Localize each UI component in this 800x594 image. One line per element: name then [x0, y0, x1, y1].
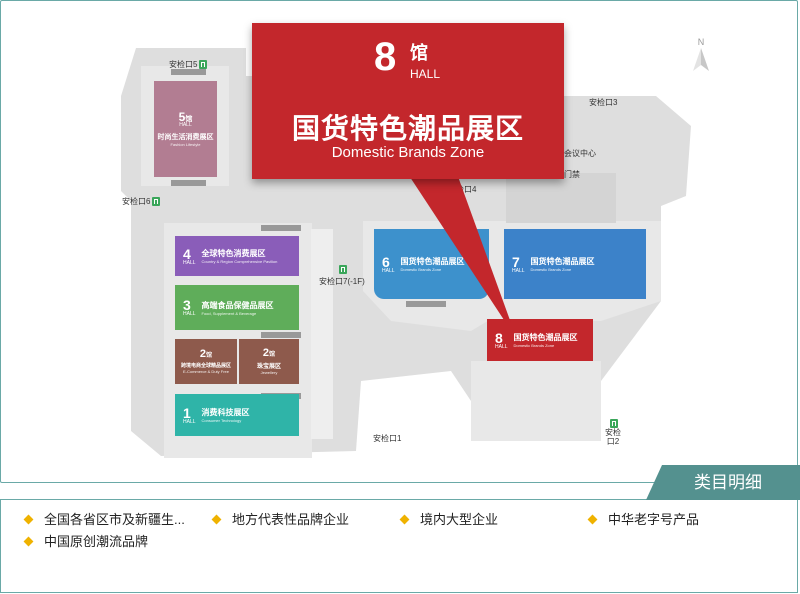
hall-7-name: 国货特色潮品展区	[530, 257, 595, 266]
gate-2-label[interactable]: 安检口2	[605, 419, 621, 446]
gate-icon	[152, 197, 161, 207]
hall-2-char: 馆	[206, 353, 213, 359]
hall-6-hall: HALL	[382, 267, 395, 274]
gate-7-label[interactable]: 安检口7(-1F)	[319, 264, 365, 288]
hall-8-number: 8	[495, 329, 503, 346]
hall-1-en: Consumer Technology	[201, 418, 242, 423]
callout-subtitle: Domestic Brands Zone	[331, 144, 485, 161]
gate-stripe-5	[171, 69, 206, 75]
diamond-bullet-icon	[23, 514, 34, 525]
hall-4-number: 4	[183, 245, 191, 262]
hall-2-number: 2	[199, 348, 207, 360]
hall-4-name: 全球特色消费展区	[201, 249, 266, 258]
gate-7-text: 安检口7(-1F)	[319, 277, 365, 286]
callout-title: 国货特色潮品展区	[291, 113, 524, 144]
hall-5-en: Fashion Lifestyle	[170, 142, 201, 147]
hall-1-hall: HALL	[183, 418, 196, 425]
door-label: 门禁	[564, 170, 580, 179]
hall-2b-char: 馆	[269, 352, 276, 358]
hall-7-number: 7	[512, 253, 520, 270]
category-item[interactable]: 地方代表性品牌企业	[211, 509, 350, 528]
hall-6-name: 国货特色潮品展区	[400, 257, 465, 266]
hall-1-number: 1	[183, 404, 191, 421]
category-item-label: 中国原创潮流品牌	[44, 534, 149, 549]
gate-icon	[440, 185, 448, 195]
hall-4-en: Country & Region Comprehensive Pavilion	[201, 259, 278, 264]
hall-5-hall: HALL	[179, 122, 192, 128]
hall-7-en: Domestic Brands Zone	[530, 267, 572, 272]
conference-center-label: 会议中心	[564, 149, 596, 158]
hall-3-name: 高端食品保健品展区	[201, 300, 274, 310]
gate-icon	[338, 265, 347, 275]
category-item-label: 中华老字号产品	[608, 512, 700, 527]
callout-hall-en: HALL	[410, 67, 441, 81]
hall-8-callout: 8 馆 HALL 国货特色潮品展区 Domestic Brands Zone	[252, 23, 564, 179]
hall-5-name: 时尚生活消费展区	[157, 134, 214, 141]
category-item-label: 全国各省区市及新疆生...	[44, 512, 185, 527]
hall-3-number: 3	[183, 297, 191, 313]
hall-8-hall: HALL	[495, 343, 508, 350]
hall-2-name: 跨境电商全球精品展区	[180, 363, 231, 369]
gate-4-text: 安检口4	[448, 185, 477, 194]
category-item[interactable]: 境内大型企业	[399, 509, 499, 528]
gate-3-label[interactable]: 安检口3	[589, 97, 617, 108]
hall-3-en: Food, Supplement & Beverage	[201, 310, 257, 316]
gate-1-text: 安检口1	[373, 434, 402, 443]
gate-6-text: 安检口6	[122, 197, 151, 206]
hall-2-en: E-Commerce & Duty Free	[182, 369, 229, 374]
diamond-bullet-icon	[23, 536, 34, 547]
callout-hall-char: 馆	[410, 43, 428, 63]
diamond-bullet-icon	[587, 514, 598, 525]
category-tab[interactable]: 类目明细	[646, 465, 800, 500]
category-item-label: 境内大型企业	[420, 512, 499, 527]
hall-1-name: 消费科技展区	[201, 408, 250, 417]
gate-6-label[interactable]: 安检口6	[122, 196, 161, 207]
category-panel: 全国各省区市及新疆生... 地方代表性品牌企业 境内大型企业 中华老字号产品 中…	[0, 499, 798, 593]
hall-3-hall: HALL	[183, 311, 196, 317]
hall-2b-en: Jewellery	[260, 370, 278, 375]
diamond-bullet-icon	[211, 514, 222, 525]
gate-5-text: 安检口5	[169, 60, 198, 69]
category-item[interactable]: 全国各省区市及新疆生...	[23, 509, 185, 528]
category-tab-label: 类目明细	[694, 473, 762, 492]
hall-6-number: 6	[382, 253, 390, 270]
north-arrow-icon	[693, 48, 709, 71]
gate-5-label[interactable]: 安检口5	[169, 59, 208, 70]
gate-icon	[610, 419, 618, 429]
hall-4-hall: HALL	[183, 259, 196, 266]
callout-hall-number: 8	[374, 35, 397, 79]
hall-2b-name: 珠宝展区	[256, 364, 281, 370]
hall-8-en: Domestic Brands Zone	[513, 343, 555, 348]
hall-5-char: 馆	[185, 116, 193, 123]
gate-4-label[interactable]: 安检口4	[438, 184, 476, 195]
gate-2-text: 安检口2	[605, 428, 621, 447]
hall-5-number: 5	[178, 110, 186, 124]
gate-1-label[interactable]: 安检口1	[373, 433, 401, 444]
category-item[interactable]: 中华老字号产品	[587, 509, 700, 528]
category-item[interactable]: 中国原创潮流品牌	[23, 531, 149, 550]
gate-icon	[199, 60, 208, 70]
category-item-label: 地方代表性品牌企业	[232, 512, 350, 527]
compass: N	[689, 37, 713, 75]
hall-2b-number: 2	[262, 347, 270, 359]
hall-6-en: Domestic Brands Zone	[400, 267, 442, 272]
hall-7-hall: HALL	[512, 267, 525, 274]
compass-letter: N	[697, 37, 705, 47]
diamond-bullet-icon	[399, 514, 410, 525]
hall-8-name: 国货特色潮品展区	[513, 333, 578, 342]
gate-3-text: 安检口3	[589, 98, 618, 107]
